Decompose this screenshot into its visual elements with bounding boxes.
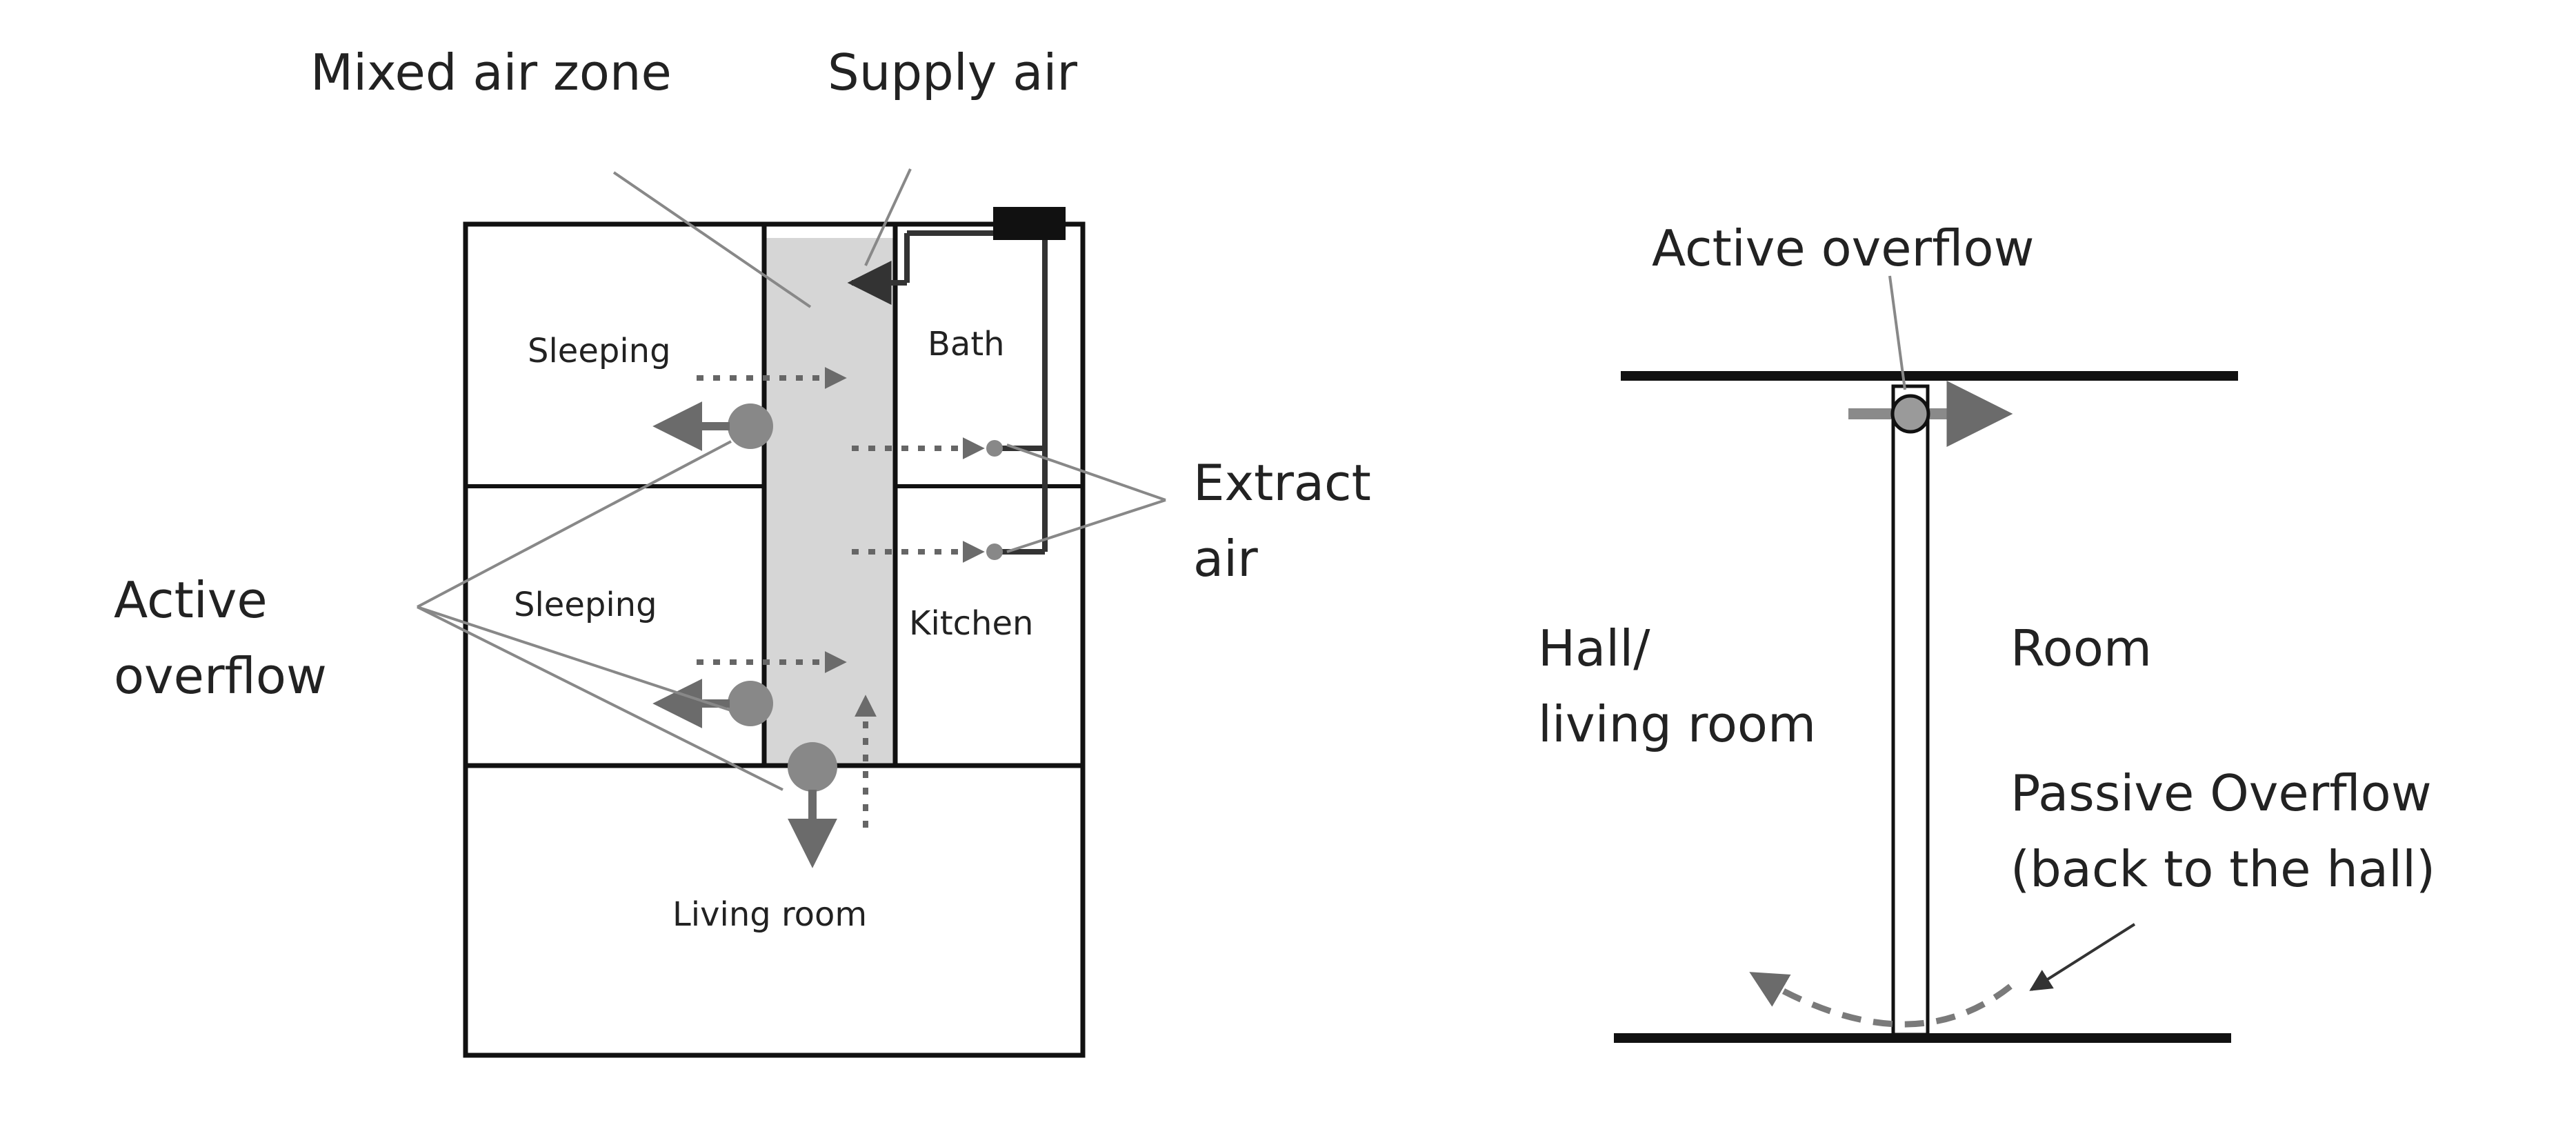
extract-point-kitchen (986, 543, 1003, 560)
callout-mixed-air-zone: Mixed air zone (310, 43, 672, 101)
room-label-kitchen: Kitchen (909, 604, 1033, 643)
active-overflow-fan (1890, 394, 1930, 434)
leader-supply-air (864, 168, 912, 266)
callout-extract-air-line2: air (1193, 530, 1258, 588)
mixed-air-zone (766, 238, 893, 766)
floor-plan: Sleeping Bath Sleeping Kitchen Living ro… (114, 43, 1371, 1058)
extract-point-bath (986, 440, 1003, 457)
leader-extract-bath (1006, 443, 1166, 501)
ventilation-unit (993, 207, 1066, 240)
callout-active-overflow-line1: Active (114, 571, 268, 629)
leader-passive-overflow (2029, 923, 2136, 991)
label-passive-line1: Passive Overflow (2010, 764, 2432, 822)
overflow-fan-sleeping-top (728, 403, 773, 449)
leader-overflow-middle (417, 606, 732, 712)
leader-mixed-air-zone (612, 171, 812, 308)
leader-overflow-top (417, 440, 732, 608)
label-room: Room (2010, 619, 2152, 677)
outer-wall (463, 221, 1086, 1058)
overflow-fan-living (788, 742, 837, 792)
section-diagram: Active overflow Hall/ living room Room P… (1538, 219, 2435, 1043)
room-label-bath: Bath (928, 325, 1005, 363)
callout-active-overflow-line2: overflow (114, 647, 327, 705)
label-passive-line2: (back to the hall) (2010, 840, 2435, 898)
leader-active-overflow (1888, 275, 1906, 390)
callout-extract-air-line1: Extract (1193, 454, 1371, 512)
label-hall-line1: Hall/ (1538, 619, 1650, 677)
room-label-sleeping-top: Sleeping (528, 332, 671, 370)
room-label-sleeping-bottom: Sleeping (514, 586, 657, 624)
leader-extract-kitchen (1006, 499, 1166, 553)
passive-overflow-arc (1749, 972, 2013, 1028)
label-active-overflow: Active overflow (1652, 219, 2034, 277)
room-label-living-room: Living room (672, 895, 867, 934)
label-hall-line2: living room (1538, 695, 1816, 753)
overflow-fan-sleeping-bottom (728, 681, 773, 726)
callout-supply-air: Supply air (828, 43, 1077, 101)
leader-overflow-bottom (417, 606, 783, 791)
wall-partition (1891, 384, 1930, 1037)
